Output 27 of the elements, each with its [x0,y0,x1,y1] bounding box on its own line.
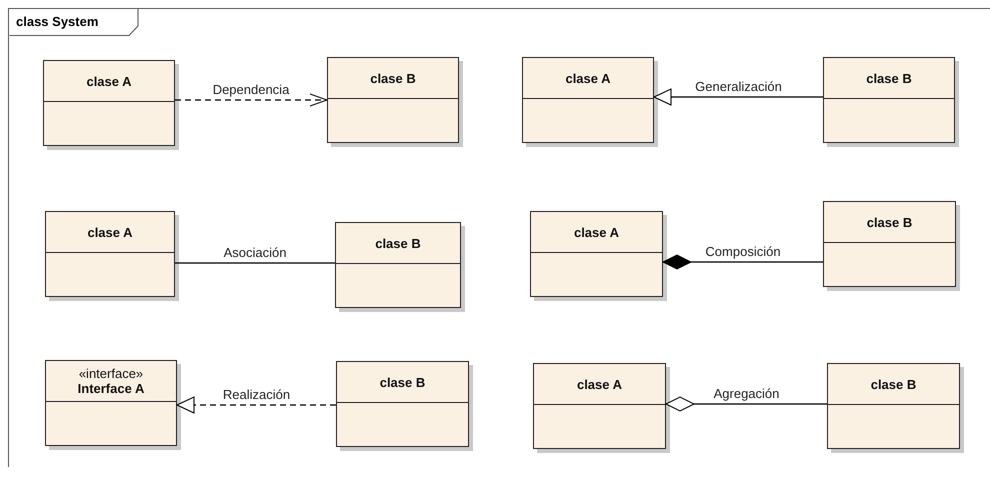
dependency-arrow [175,94,328,106]
edge-label: Asociación [222,245,288,260]
class-name: Interface A [78,381,144,396]
generalization-arrow [654,88,823,106]
edge-label: Composición [704,244,782,259]
class-name: clase A [574,224,620,240]
stereotype-label: «interface» [78,366,144,381]
edge-label: Dependencia [212,82,290,97]
class-name: clase B [870,376,916,392]
class-name: clase B [380,374,426,390]
edge-label: Generalización [694,79,783,94]
aggregation-connector [666,396,827,412]
generalization-arrow [176,396,336,414]
edge-label: Realización [222,387,292,402]
class-name: clase A [565,70,611,86]
frame-title: class System [16,14,98,29]
composition-connector [662,254,823,270]
class-name: clase A [576,376,622,392]
class-name: clase B [375,236,421,250]
class-name: clase A [86,74,132,88]
class-name: clase B [866,214,912,230]
class-name: clase A [87,224,133,240]
edge-label: Agregación [712,386,780,401]
association-line [175,262,335,264]
class-name: clase B [866,70,912,86]
class-name: clase B [370,70,416,86]
diagram-frame [8,8,990,467]
